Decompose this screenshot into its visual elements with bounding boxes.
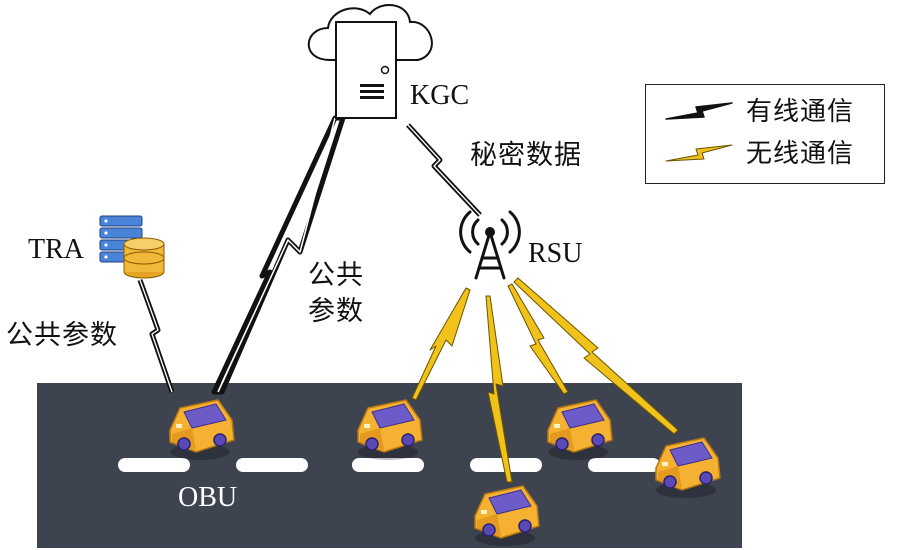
wireless-link-rsu-car3 bbox=[485, 295, 513, 483]
tra-label: TRA bbox=[28, 234, 84, 265]
legend-wireless-label: 无线通信 bbox=[746, 139, 855, 169]
car-icon-5 bbox=[655, 437, 721, 499]
public-params-left-label: 公共参数 bbox=[6, 320, 118, 351]
rsu-tower-icon bbox=[459, 210, 521, 280]
car-icon-2 bbox=[357, 399, 423, 461]
public-params-mid-line2: 参数 bbox=[308, 296, 364, 327]
kgc-label: KGC bbox=[410, 80, 470, 111]
legend-row-wireless: 无线通信 bbox=[646, 135, 884, 175]
wired-link-tra-obu bbox=[137, 279, 175, 393]
kgc-cloud-server-icon bbox=[307, 3, 433, 119]
server-icon bbox=[335, 21, 397, 119]
lane-markings bbox=[118, 458, 660, 472]
wireless-link-rsu-car4 bbox=[507, 283, 569, 395]
car-icon-3 bbox=[474, 485, 540, 547]
rsu-label: RSU bbox=[528, 238, 583, 269]
legend-row-wired: 有线通信 bbox=[646, 93, 884, 133]
car-icon-obu bbox=[169, 399, 235, 461]
legend-wired-label: 有线通信 bbox=[746, 97, 855, 127]
public-params-mid-line1: 公共 bbox=[308, 260, 364, 291]
obu-label: OBU bbox=[178, 482, 238, 513]
car-icon-4 bbox=[547, 399, 613, 461]
wired-link-kgc-obu bbox=[211, 115, 346, 395]
wired-links bbox=[137, 115, 482, 395]
tra-database-icon bbox=[99, 215, 165, 279]
legend: 有线通信 无线通信 bbox=[645, 84, 885, 184]
wireless-link-icon bbox=[665, 144, 733, 162]
wireless-links bbox=[411, 277, 679, 483]
wireless-link-rsu-car2 bbox=[411, 287, 471, 401]
wireless-link-rsu-car5 bbox=[513, 277, 679, 435]
secret-data-label: 秘密数据 bbox=[470, 140, 582, 171]
wired-link-icon bbox=[665, 102, 733, 120]
